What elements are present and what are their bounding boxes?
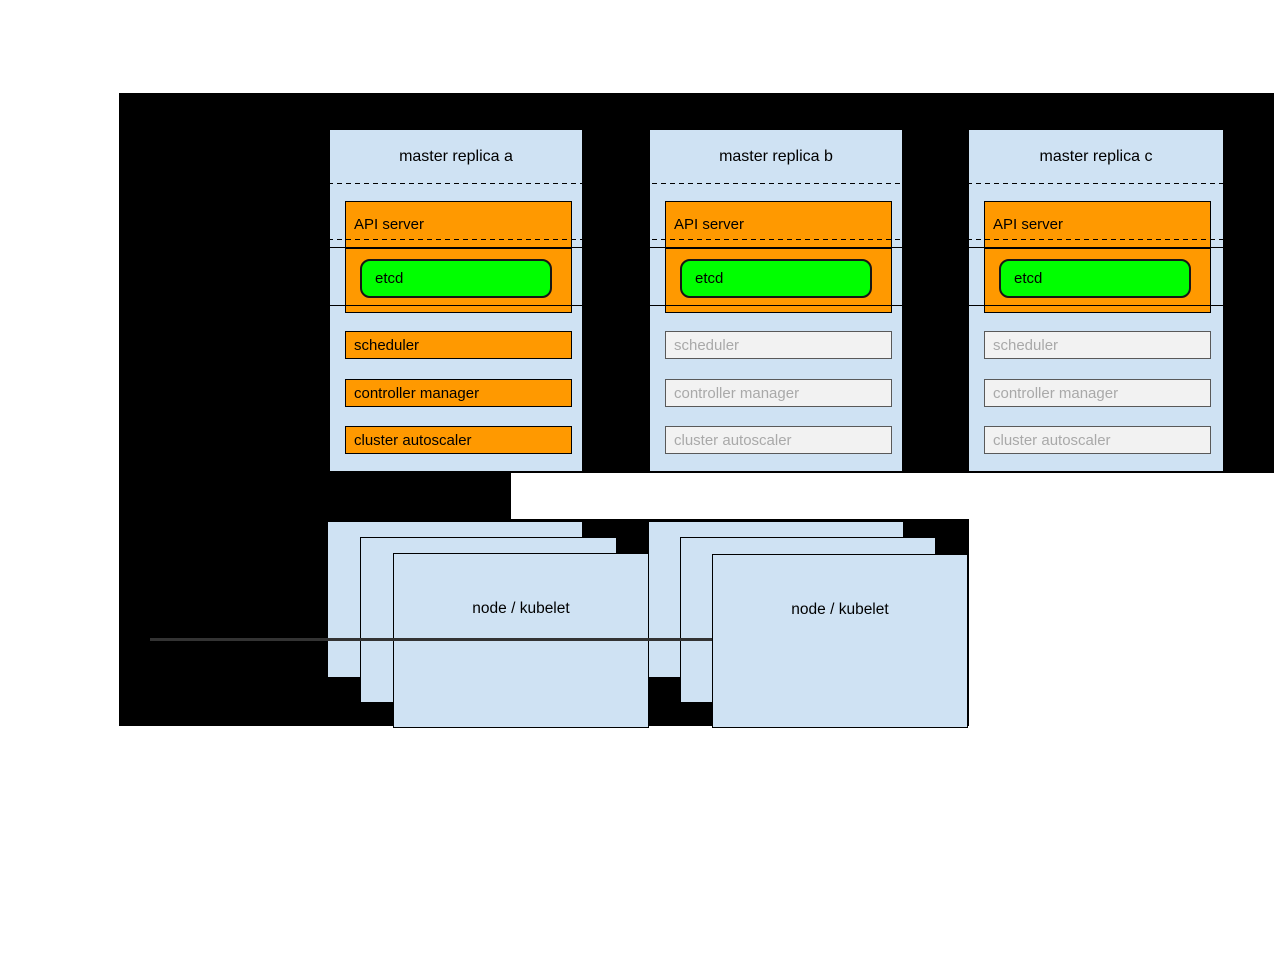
etcd-box-a: etcd: [360, 259, 552, 298]
etcd-container-c: etcd: [984, 248, 1211, 313]
node-stack1-label: node / kubelet: [472, 600, 570, 617]
cluster-autoscaler-box-b: cluster autoscaler: [665, 426, 892, 454]
cluster-autoscaler-box-c: cluster autoscaler: [984, 426, 1211, 454]
api-server-box-c: API server: [984, 201, 1211, 248]
etcd-box-b: etcd: [680, 259, 872, 298]
etcd-box-c: etcd: [999, 259, 1191, 298]
api-server-box-b: API server: [665, 201, 892, 248]
master-replica-b-title: master replica b: [719, 148, 833, 165]
etcd-container-a: etcd: [345, 248, 572, 313]
api-server-box-a: API server: [345, 201, 572, 248]
master-replica-a-box: master replica a API server etcd schedul…: [329, 129, 583, 472]
zone-divider-solid-bottom: [130, 305, 1230, 306]
controller-manager-box-a: controller manager: [345, 379, 572, 407]
nodes-connector-line: [150, 638, 712, 641]
zone-divider-dashed-bottom: [130, 239, 1230, 240]
scheduler-box-a: scheduler: [345, 331, 572, 359]
controller-manager-box-c: controller manager: [984, 379, 1211, 407]
controller-manager-box-b: controller manager: [665, 379, 892, 407]
node-stack2-front-card: node / kubelet: [712, 554, 968, 728]
master-replica-a-title: master replica a: [399, 148, 513, 165]
scheduler-box-c: scheduler: [984, 331, 1211, 359]
cluster-autoscaler-box-a: cluster autoscaler: [345, 426, 572, 454]
background-panel-notch: [119, 473, 511, 519]
master-replica-b-box: master replica b API server etcd schedul…: [649, 129, 903, 472]
master-replica-c-box: master replica c API server etcd schedul…: [968, 129, 1224, 472]
scheduler-box-b: scheduler: [665, 331, 892, 359]
node-stack2-label: node / kubelet: [791, 601, 889, 618]
master-replica-c-title: master replica c: [1039, 148, 1153, 165]
zone-divider-dashed-top: [130, 183, 1230, 184]
etcd-container-b: etcd: [665, 248, 892, 313]
zone-divider-solid-top: [130, 247, 1230, 248]
